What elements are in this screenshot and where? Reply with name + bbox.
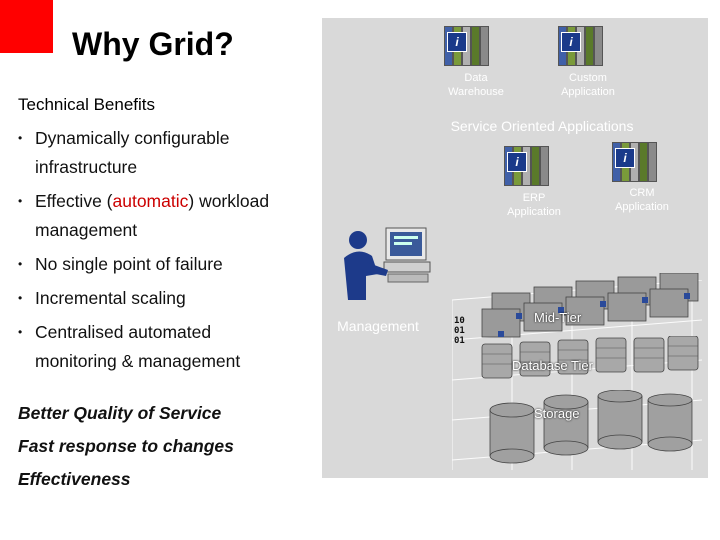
bullet-icon: • [18,257,23,271]
storage-label: Storage [534,406,580,421]
bullet-icon: • [18,194,23,208]
outcome-item: Fast response to changes [18,436,234,456]
benefit-item: • Dynamically configurable infrastructur… [18,124,323,182]
accent-square [0,0,53,53]
soa-label: Service Oriented Applications [450,118,634,134]
app-books-icon: i [504,146,550,186]
slide-subtitle: Technical Benefits [18,95,156,114]
benefit-text-cont: management [35,220,138,240]
benefit-text-cont: monitoring & management [35,351,241,371]
outcome-list: Better Quality of Service Fast response … [18,397,234,496]
app-books-icon: i [444,26,490,66]
slide-title: Why Grid? [72,26,234,62]
benefit-text-cont: infrastructure [35,157,138,177]
outcome-item: Effectiveness [18,469,131,489]
mid-tier-label: Mid-Tier [534,310,582,325]
info-icon: i [561,32,581,52]
benefit-text: Incremental scaling [35,288,186,308]
benefit-text: Dynamically configurable [35,128,230,148]
info-icon: i [615,148,635,168]
benefit-highlight: automatic [112,191,189,211]
binary-monitor-icon: 10 01 01 [454,316,465,346]
bullet-icon: • [18,291,23,305]
benefit-text: Centralised automated [35,322,212,342]
info-icon: i [507,152,527,172]
benefit-list: • Dynamically configurable infrastructur… [18,124,323,381]
benefit-text: Effective ( [35,191,113,211]
app-books-icon: i [558,26,604,66]
benefit-text: No single point of failure [35,254,223,274]
bullet-icon: • [18,131,23,145]
benefit-item: • Effective (automatic) workload managem… [18,187,323,245]
database-tier-label: Database Tier [512,358,593,373]
bullet-icon: • [18,325,23,339]
benefit-item: • Incremental scaling [18,284,323,313]
benefit-text-after: ) workload [188,191,270,211]
outcome-item: Better Quality of Service [18,403,222,423]
benefit-item: • No single point of failure [18,250,323,279]
administrator-icon [344,227,431,300]
app-books-icon: i [612,142,658,182]
database-tier-disks [481,336,699,379]
mid-tier-servers [481,273,699,338]
info-icon: i [447,32,467,52]
benefit-item: • Centralised automated monitoring & man… [18,318,323,376]
management-label: Management [337,318,419,334]
storage-cylinders [489,390,693,464]
